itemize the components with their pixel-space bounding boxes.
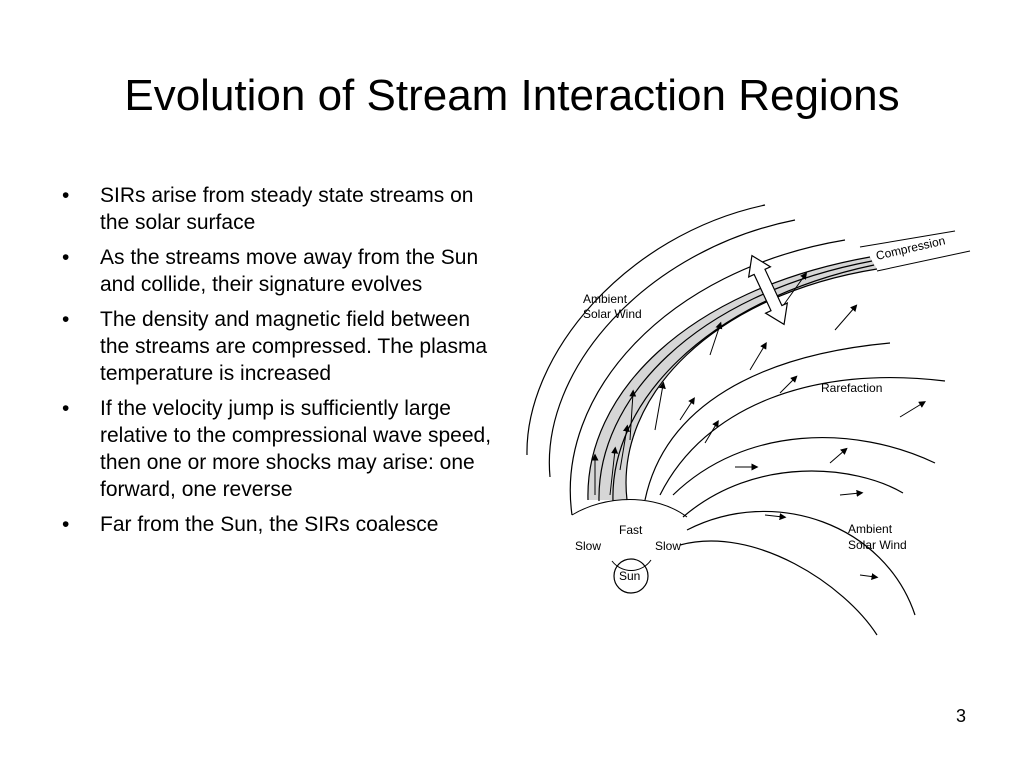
bullet-text: The density and magnetic field between t…: [100, 308, 488, 385]
slide-title: Evolution of Stream Interaction Regions: [124, 71, 900, 120]
ambient-field-line: [569, 239, 846, 516]
slow-right-label: Slow: [655, 539, 681, 553]
flow-arrow: [704, 419, 719, 444]
page-number: 3: [955, 706, 966, 726]
rarefaction-label: Rarefaction: [821, 381, 882, 395]
ambient-top-label-2: Solar Wind: [583, 307, 642, 321]
bullet-text: As the streams move away from the Sun an…: [100, 246, 479, 296]
flow-arrow: [629, 389, 637, 441]
slow-left-label: Slow: [575, 539, 601, 553]
sir-diagram: Compression Ambient Solar Wind Rarefacti…: [526, 204, 971, 636]
compression-region: [587, 257, 877, 500]
source-boundary: [571, 499, 688, 518]
bullet-list: •SIRs arise from steady state streams on…: [62, 182, 500, 546]
sun-ring: [611, 559, 652, 572]
flow-arrow: [749, 341, 767, 371]
bullet-item: •Far from the Sun, the SIRs coalesce: [62, 513, 439, 536]
bullet-text: If the velocity jump is sufficiently lar…: [100, 397, 492, 501]
ambient-field-line: [686, 510, 916, 616]
fast-wind-field-line: [644, 342, 891, 501]
flow-arrow: [679, 397, 695, 421]
compressed-field-line: [625, 268, 878, 501]
flow-arrow: [839, 489, 864, 497]
ambient-top-label-1: Ambient: [583, 292, 628, 306]
compressed-field-line: [587, 256, 871, 501]
bullet-item: •As the streams move away from the Sun a…: [62, 246, 479, 296]
bullet-item: •If the velocity jump is sufficiently la…: [62, 397, 492, 501]
flow-arrow: [709, 321, 723, 356]
ambient-field-line: [679, 540, 878, 636]
ambient-bottom-label-1: Ambient: [848, 522, 893, 536]
ambient-bottom-label-2: Solar Wind: [848, 538, 907, 552]
sun-circle: [613, 558, 649, 594]
flow-arrow: [654, 381, 666, 431]
flow-arrow: [779, 375, 798, 394]
flow-arrow: [829, 447, 848, 464]
bullet-item: •The density and magnetic field between …: [62, 308, 488, 385]
flow-arrow: [834, 304, 858, 331]
compressed-field-line: [612, 264, 875, 502]
flow-arrow: [609, 446, 619, 496]
compression-band-line: [859, 230, 956, 248]
bullet-text: SIRs arise from steady state streams on …: [100, 184, 474, 234]
fast-label: Fast: [619, 523, 643, 537]
flow-arrow: [859, 573, 879, 581]
fast-wind-field-line: [672, 437, 936, 496]
ambient-field-line: [682, 470, 904, 518]
sun-label: Sun: [619, 569, 640, 583]
ambient-field-line: [548, 219, 796, 478]
flow-arrow: [899, 401, 926, 418]
bullet-item: •SIRs arise from steady state streams on…: [62, 184, 474, 234]
ambient-field-line: [526, 204, 766, 456]
compression-band-line: [876, 250, 971, 272]
bullet-text: Far from the Sun, the SIRs coalesce: [100, 513, 439, 536]
flow-arrow: [764, 513, 787, 521]
flow-arrow: [619, 424, 630, 471]
fast-wind-field-line: [659, 376, 946, 496]
compression-double-arrow: [747, 254, 789, 326]
